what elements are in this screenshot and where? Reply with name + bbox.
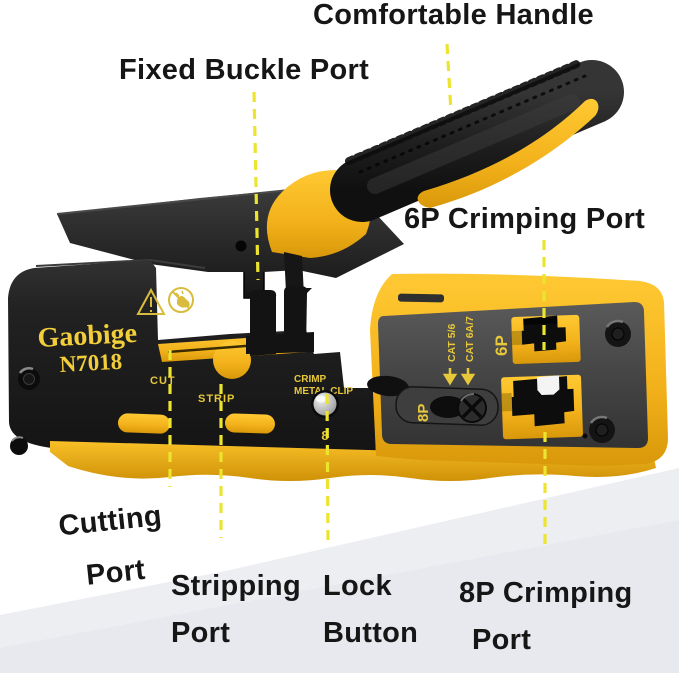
lock-button [311,390,339,418]
model-text: N7018 [59,349,123,377]
no-touch-blade-icon [168,287,194,313]
crimping-port-6p [511,314,581,365]
crimper-tool: Gaobige N7018 CUT STRIP CRIMP METAL CLIP… [8,59,668,481]
rj45-clip [536,375,560,396]
jaw-prongs [244,286,314,356]
crimp-marking-line1: CRIMP [294,374,327,385]
callout-cutting-port: Cutting Port [57,499,164,592]
callout-stripping-port: Stripping Port [171,570,301,649]
8p-marking: 8P [415,404,432,422]
warning-triangle-icon [136,287,166,315]
callout-8p-crimping-port: 8P Crimping Port [459,577,633,656]
head-band-slot [397,293,445,303]
8p-lock-slider: 8P [367,375,499,426]
crimping-port-8p [501,374,583,440]
slider-phillips-screw [457,393,487,423]
leader-fixed-buckle-port [252,91,260,281]
callout-6p-crimping-port: 6P Crimping Port [404,203,646,235]
brand-text: Gaobige [37,318,138,354]
body-screw-bottom-left [10,436,28,455]
leader-lock-button [325,393,330,541]
bottom-grip-strip [50,441,656,481]
leader-comfortable-handle [445,43,453,113]
callout-comfortable-handle: Comfortable Handle [313,0,594,31]
cat6a7-marking: CAT 6A/7 [464,316,476,362]
lock-digit-marking: 8 [321,428,328,443]
stripper-bulge [213,341,251,379]
crimping-head: CAT 5/6 CAT 6A/7 6P [367,273,668,466]
strip-marking: STRIP [198,393,235,405]
cat56-marking: CAT 5/6 [446,324,458,362]
plate-screw-bottom [582,415,615,443]
handle-grip-texture [345,59,583,165]
body-slot-left [117,413,170,434]
leader-lines [168,43,547,551]
body-slot-right [224,413,275,434]
tool-body: Gaobige N7018 CUT STRIP CRIMP METAL CLIP… [8,260,376,455]
handle [330,59,624,222]
callout-lock-button: Lock Button [323,570,419,649]
body-screw-left [18,367,40,390]
background-shade-deep [0,520,679,673]
lever-pivot-hole [235,240,247,252]
handle-yellow-grip [417,98,599,208]
plate-screw-top [605,319,631,347]
cat-down-arrows [442,368,476,386]
callout-fixed-buckle-port: Fixed Buckle Port [119,54,370,86]
6p-marking: 6P [492,335,511,356]
cut-marking: CUT [150,375,176,387]
